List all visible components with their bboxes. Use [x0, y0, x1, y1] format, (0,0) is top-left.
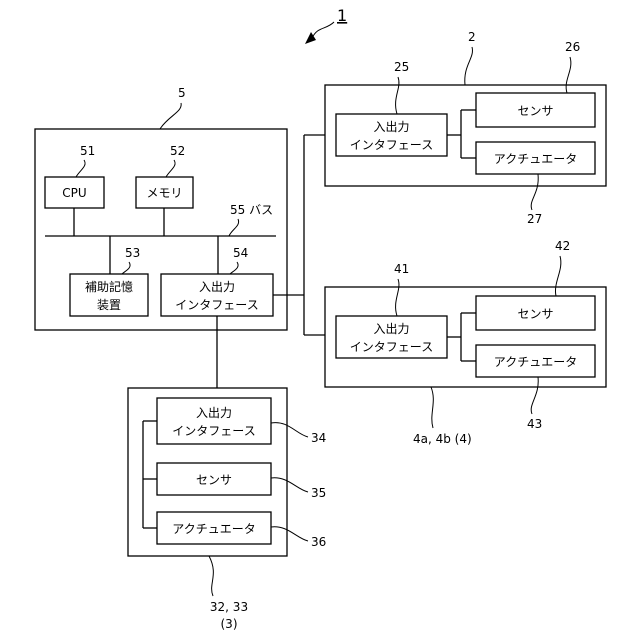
device-bottom-sensor-label: センサ [196, 473, 232, 487]
computer-io-label-line2: インタフェース [175, 298, 258, 312]
device-mid-io-ref: 41 [394, 262, 409, 276]
device-top-io-line2: インタフェース [350, 138, 433, 152]
memory-label: メモリ [146, 186, 182, 200]
device-top-sensor-ref: 26 [565, 40, 580, 54]
device-mid-sensor-label: センサ [517, 307, 553, 321]
device-top-sensor-label: センサ [517, 104, 553, 118]
memory-ref: 52 [170, 144, 185, 158]
device-bottom-io-line2: インタフェース [172, 424, 255, 438]
device-bottom-ref-line2: (3) [221, 617, 238, 631]
storage-ref: 53 [125, 246, 140, 260]
device-mid-actuator-ref: 43 [527, 417, 542, 431]
device-mid-sensor-ref: 42 [555, 239, 570, 253]
device-mid-io-line2: インタフェース [350, 340, 433, 354]
device-bottom-ref-line1: 32, 33 [210, 600, 248, 614]
device-mid-actuator-label: アクチュエータ [494, 355, 577, 369]
device-bottom-actuator-ref: 36 [311, 535, 326, 549]
device-bottom-sensor-ref: 35 [311, 486, 326, 500]
cpu-ref: 51 [80, 144, 95, 158]
device-top-io-ref: 25 [394, 60, 409, 74]
device-top: 2 入出力 インタフェース 25 センサ 26 アクチュエータ 27 [325, 30, 606, 226]
bus-label: 55 バス [230, 203, 273, 217]
device-top-actuator-label: アクチュエータ [494, 152, 577, 166]
figure-number: 1 [337, 6, 347, 25]
device-top-ref: 2 [468, 30, 476, 44]
computer-unit: 5 CPU 51 メモリ 52 55 バス 補助記憶 装置 53 入出力 インタ… [35, 86, 287, 330]
device-mid-io-line1: 入出力 [373, 322, 409, 336]
device-top-actuator-ref: 27 [527, 212, 542, 226]
computer-ref: 5 [178, 86, 186, 100]
device-bottom-io-line1: 入出力 [196, 406, 232, 420]
device-mid: 4a, 4b (4) 入出力 インタフェース 41 センサ 42 アクチュエータ… [325, 239, 606, 446]
device-bottom-io-ref: 34 [311, 431, 326, 445]
computer-io-label-line1: 入出力 [199, 280, 235, 294]
device-top-io-line1: 入出力 [373, 120, 409, 134]
storage-label-line2: 装置 [97, 298, 121, 312]
device-bottom: 32, 33 (3) 入出力 インタフェース 34 センサ 35 アクチュエータ… [128, 388, 326, 631]
computer-io-ref: 54 [233, 246, 248, 260]
storage-label-line1: 補助記憶 [85, 279, 133, 294]
figure-reference: 1 [305, 6, 347, 44]
device-mid-ref: 4a, 4b (4) [413, 432, 472, 446]
cpu-label: CPU [62, 186, 86, 200]
device-bottom-actuator-label: アクチュエータ [172, 522, 255, 536]
